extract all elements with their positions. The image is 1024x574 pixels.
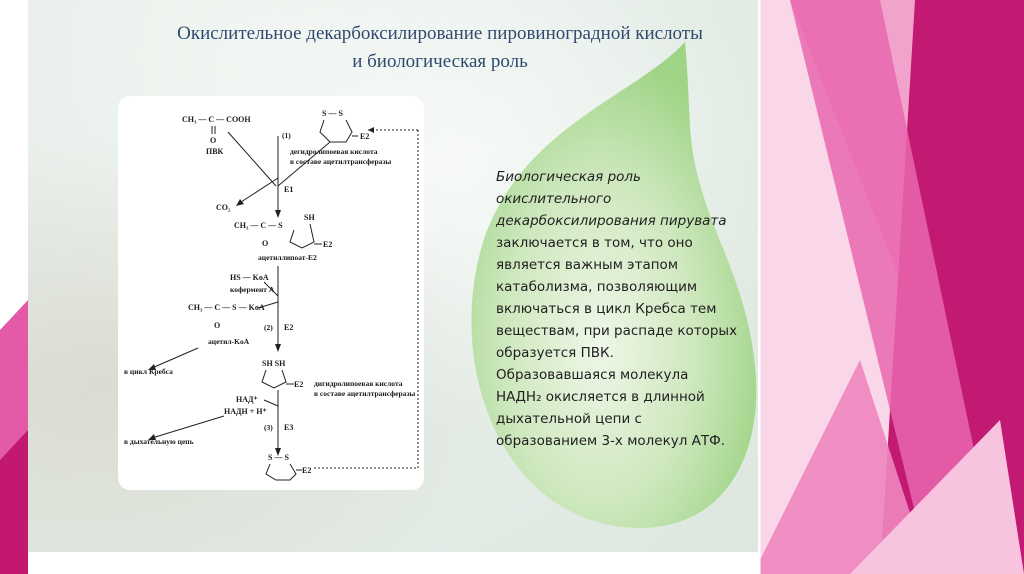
hs-koa: HS — KoA xyxy=(230,273,269,282)
e1-label: E1 xyxy=(284,185,293,194)
acetyl-koa-arrow xyxy=(257,301,279,309)
title-line-2: и биологическая роль xyxy=(352,51,528,72)
hs-koa-arrow xyxy=(263,281,279,297)
acetyl-lipoate-formula: CH₃ — C — S xyxy=(234,221,283,230)
step2-arrowhead xyxy=(275,344,281,352)
acetyl-lipoate-sh: SH xyxy=(304,213,315,222)
final-ring xyxy=(265,463,297,481)
feedback-arrowhead xyxy=(368,127,374,133)
acetyl-koa-formula: CH₃ — C — S — KoA xyxy=(188,303,265,312)
resp-chain-label: в дыхательную цепь xyxy=(124,437,194,446)
role-line-3: катаболизма, позволяющим xyxy=(496,279,698,295)
role-line-7: Образовавшаяся молекула xyxy=(496,367,689,383)
nad-arrow xyxy=(263,399,279,407)
drop-fill xyxy=(471,42,757,528)
top-ss: S — S xyxy=(322,109,343,118)
resp-arrow xyxy=(151,415,225,439)
acetyl-lipoate-o: O xyxy=(262,239,268,248)
acetyl-lipoate-e2: E2 xyxy=(323,240,332,249)
role-line-10: образованием 3-х молекул АТФ. xyxy=(496,433,726,449)
dihydro-label-2: в составе ацетилтрансферазы xyxy=(314,389,415,398)
pvk-label: ПВК xyxy=(206,147,224,156)
role-line-5: веществам, при распаде которых xyxy=(496,323,738,339)
e3-label: E3 xyxy=(284,423,293,432)
top-lipoic-ring xyxy=(319,119,353,143)
role-italic-line-3: декарбоксилирования пирувата xyxy=(496,213,727,229)
role-line-6: образуется ПВК. xyxy=(496,345,614,361)
lipoic-label-2: в составе ацетилтрансферазы xyxy=(290,157,391,166)
role-line-9: дыхательной цепи с xyxy=(496,411,642,427)
slide-title: Окислительное декарбоксилирование пирови… xyxy=(140,20,740,76)
acetyl-koa-label: ацетил-KoA xyxy=(208,337,250,346)
title-line-1: Окислительное декарбоксилирование пирови… xyxy=(177,23,703,44)
green-drop-shape xyxy=(471,42,757,528)
dihydro-ring xyxy=(261,369,287,389)
step-1-label: (1) xyxy=(282,131,291,140)
acetyl-lipoate-label: ацетиллипоат-E2 xyxy=(258,253,317,262)
nad-label: НАД⁺ xyxy=(236,395,258,404)
krebs-label: в цикл Кребса xyxy=(124,367,173,376)
sh-sh: SH SH xyxy=(262,359,286,368)
krebs-arrow xyxy=(151,347,199,369)
krebs-arrowhead xyxy=(148,364,156,370)
pvk-arrow xyxy=(227,131,277,187)
biological-role-text: Биологическая роль окислительного декарб… xyxy=(496,166,756,452)
role-italic-line-2: окислительного xyxy=(496,191,612,207)
role-line-2: является важным этапом xyxy=(496,257,678,273)
final-ss: S — S xyxy=(268,453,289,462)
reaction-diagram-svg: CH₃ — C — COOH O ПВК (1) S — S E2 дегидр… xyxy=(124,109,419,481)
role-line-4: включаться в цикл Кребса тем xyxy=(496,301,717,317)
top-e2: E2 xyxy=(360,132,369,141)
lipoic-label-1: дегидролипоевая кислота xyxy=(290,147,378,156)
nadh-label: НАДН + H⁺ xyxy=(224,407,267,416)
coenzyme-a: кофермент A xyxy=(230,285,275,294)
e1-arrowhead xyxy=(275,210,281,218)
acetyl-koa-o: O xyxy=(214,321,220,330)
e2-mid-label: E2 xyxy=(284,323,293,332)
reaction-diagram: CH₃ — C — COOH O ПВК (1) S — S E2 дегидр… xyxy=(118,96,424,490)
role-line-8: НАДН₂ окисляется в длинной xyxy=(496,389,705,405)
co2-label: CO₂ xyxy=(216,203,231,212)
final-e2: E2 xyxy=(302,466,311,475)
resp-arrowhead xyxy=(148,434,156,440)
role-italic-line-1: Биологическая роль xyxy=(496,169,642,185)
pvk-oxygen: O xyxy=(210,136,216,145)
dihydro-label-1: дигидролипоевая кислота xyxy=(314,379,403,388)
lipoic-arrow xyxy=(277,141,331,187)
co2-arrow xyxy=(237,177,279,205)
role-line-1: заключается в том, что оно xyxy=(496,235,693,251)
step-3-label: (3) xyxy=(264,423,273,432)
pvk-formula: CH₃ — C — COOH xyxy=(182,115,251,124)
acetyl-lipoate-ring xyxy=(289,223,315,249)
step-2-label: (2) xyxy=(264,323,273,332)
e2-low-label: E2 xyxy=(294,380,303,389)
co2-arrowhead xyxy=(236,199,244,206)
step3-arrowhead xyxy=(275,448,281,456)
